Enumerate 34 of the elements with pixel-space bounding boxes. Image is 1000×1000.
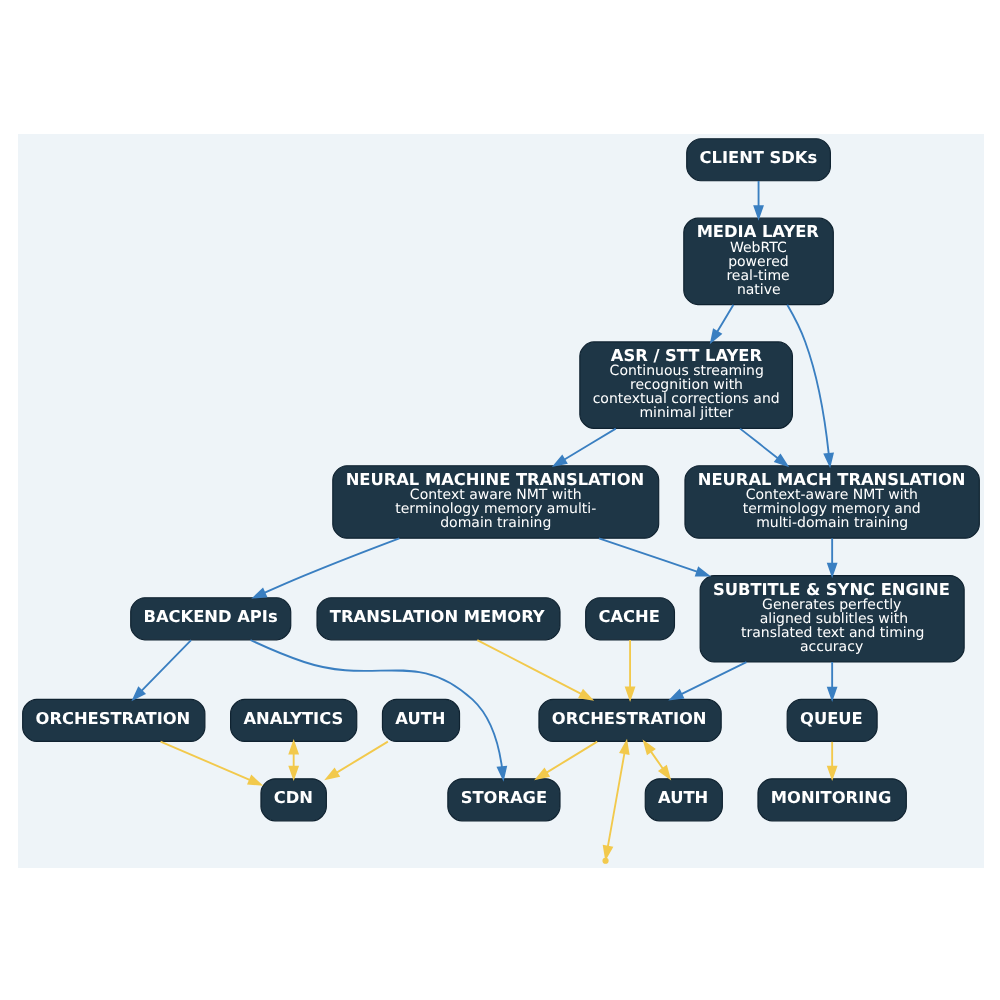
node-box: AUTH (643, 777, 722, 821)
node-box: ORCHESTRATION (21, 697, 205, 742)
arrow (597, 536, 711, 576)
arrow (641, 738, 671, 780)
node-box: CDN (259, 777, 326, 821)
node-box: MONITORING (756, 777, 906, 821)
node-box: TRANSLATION MEMORY (315, 596, 560, 640)
node-box: ANALYTICS (229, 697, 357, 742)
arrow (785, 302, 833, 468)
arrow (475, 638, 594, 700)
arrow (250, 536, 400, 598)
arrow (708, 302, 734, 344)
node-box: ORCHESTRATION (537, 697, 721, 742)
arrow (825, 536, 837, 578)
arrow (323, 739, 388, 780)
arrow (667, 660, 747, 700)
arrow (623, 638, 635, 701)
node-box: BACKEND APIs (129, 596, 291, 640)
node-box: AUTH (380, 697, 460, 742)
arrow (248, 638, 507, 781)
arrow (533, 739, 598, 780)
arrow (752, 179, 763, 220)
node-box: CACHE (584, 596, 675, 640)
arrow (738, 426, 789, 467)
arrow (287, 738, 299, 781)
node-box: CLIENT SDKs (685, 137, 830, 181)
arrow (130, 638, 192, 701)
node-box: STORAGE (446, 777, 560, 821)
arrow (825, 660, 837, 702)
arrow (550, 426, 616, 467)
arrow (825, 739, 837, 781)
arrow (158, 739, 263, 785)
node-box: QUEUE (785, 697, 877, 742)
arrow (601, 737, 629, 860)
